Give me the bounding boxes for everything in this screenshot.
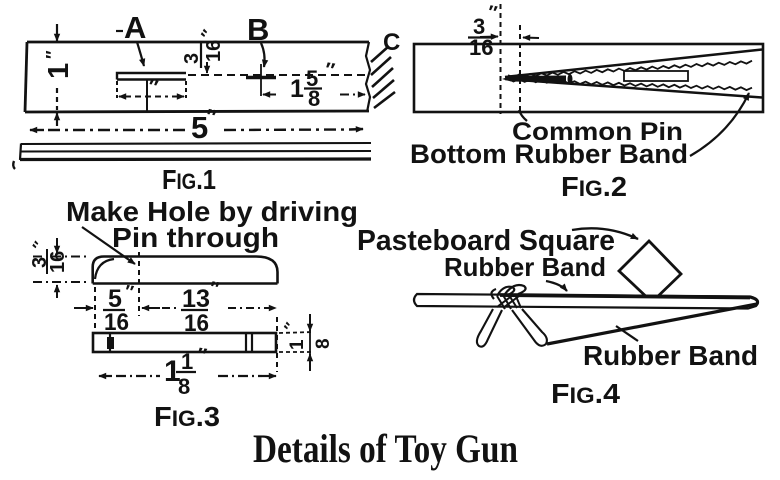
svg-text:1: 1 bbox=[290, 75, 304, 103]
svg-text:B: B bbox=[247, 12, 269, 47]
svg-text:16: 16 bbox=[104, 309, 129, 336]
svg-text:Make Hole by driving: Make Hole by driving bbox=[66, 196, 358, 227]
svg-text:″: ″ bbox=[323, 59, 337, 82]
svg-text:Rubber Band: Rubber Band bbox=[444, 252, 606, 282]
svg-text:A: A bbox=[124, 10, 146, 45]
svg-text:Pin through: Pin through bbox=[112, 222, 279, 253]
svg-text:″: ″ bbox=[208, 278, 221, 300]
svg-text:FIG.2: FIG.2 bbox=[561, 171, 627, 202]
svg-text:8: 8 bbox=[308, 86, 320, 111]
svg-text:Bottom Rubber Band: Bottom Rubber Band bbox=[410, 139, 688, 169]
svg-text:3: 3 bbox=[473, 14, 485, 39]
svg-text:1: 1 bbox=[164, 355, 181, 388]
svg-text:3: 3 bbox=[29, 257, 51, 268]
svg-text:8: 8 bbox=[178, 374, 190, 399]
svg-text:Common Pin: Common Pin bbox=[512, 118, 683, 146]
svg-text:16: 16 bbox=[47, 251, 69, 273]
svg-text:5: 5 bbox=[191, 110, 208, 145]
svg-text:″: ″ bbox=[486, 2, 499, 24]
svg-text:3: 3 bbox=[181, 53, 203, 64]
svg-text:Pasteboard Square: Pasteboard Square bbox=[357, 225, 615, 257]
svg-text:FIG.4: FIG.4 bbox=[551, 378, 620, 409]
svg-text:5: 5 bbox=[306, 66, 318, 91]
svg-text:Rubber Band: Rubber Band bbox=[583, 340, 758, 371]
svg-text:Details of Toy Gun: Details of Toy Gun bbox=[253, 426, 518, 471]
svg-text:13: 13 bbox=[182, 285, 210, 313]
svg-text:C: C bbox=[383, 29, 400, 56]
svg-text:″: ″ bbox=[204, 105, 218, 129]
svg-text:1: 1 bbox=[181, 349, 193, 374]
svg-text:5: 5 bbox=[108, 285, 122, 313]
svg-text:16: 16 bbox=[203, 40, 225, 62]
svg-text:1: 1 bbox=[43, 63, 75, 79]
svg-text:16: 16 bbox=[469, 35, 493, 60]
svg-text:″: ″ bbox=[195, 344, 209, 367]
svg-text:″: ″ bbox=[43, 50, 63, 59]
svg-text:FIG.3: FIG.3 bbox=[154, 401, 220, 432]
svg-text:1: 1 bbox=[287, 339, 308, 350]
svg-text:FIG.1: FIG.1 bbox=[162, 164, 216, 195]
svg-text:8: 8 bbox=[313, 338, 334, 349]
svg-text:″: ″ bbox=[123, 281, 135, 302]
